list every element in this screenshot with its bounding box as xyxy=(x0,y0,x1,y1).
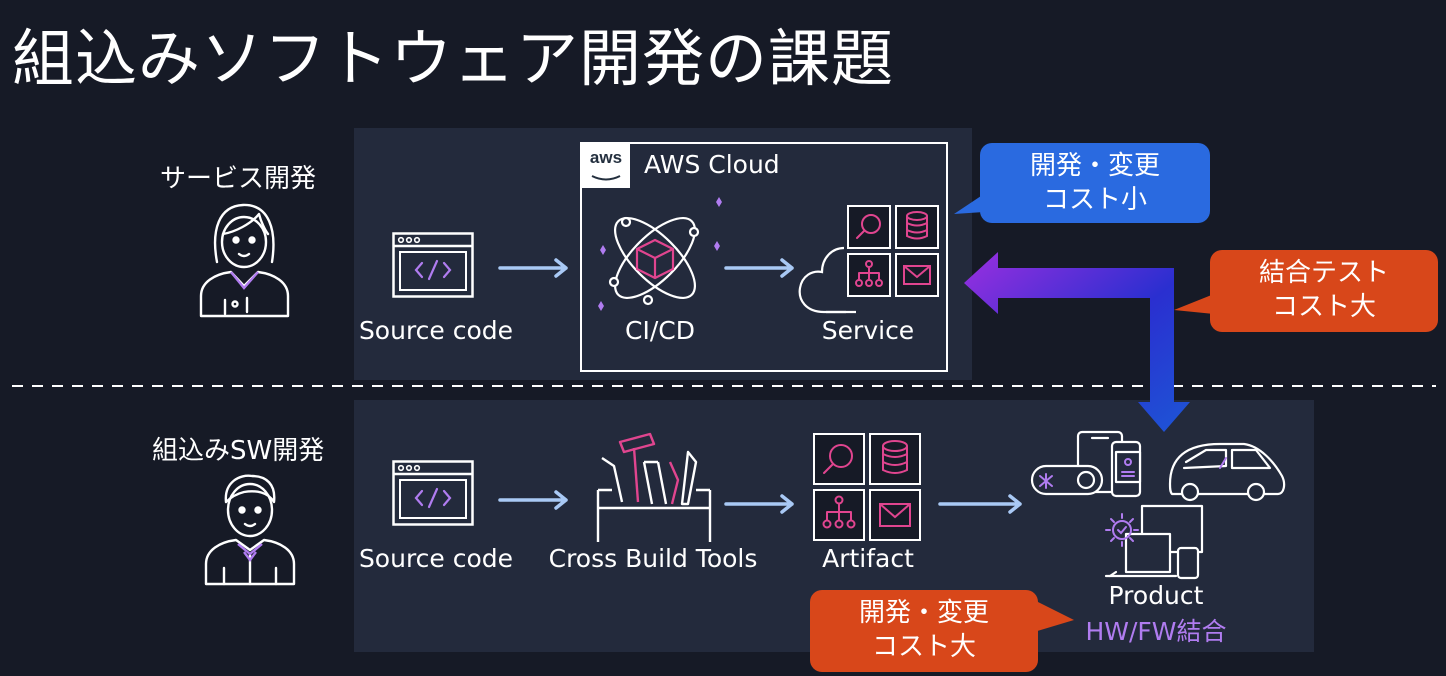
service-cost-line-2: コスト小 xyxy=(1042,185,1147,215)
toolbox-icon xyxy=(596,432,712,542)
embedded-cost-callout-tail xyxy=(1034,600,1074,632)
cicd-caption: CI/CD xyxy=(625,316,695,345)
flow-arrow-embedded-3 xyxy=(938,494,1022,514)
cicd-icon xyxy=(598,197,722,311)
integration-cost-line-1: 結合テスト xyxy=(1258,258,1389,288)
product-caption: Product xyxy=(1108,581,1204,610)
developer-man-icon xyxy=(204,474,296,586)
aws-cloud-group xyxy=(580,142,948,372)
page-title: 組込みソフトウェア開発の課題 xyxy=(12,22,895,95)
embedded-cost-line-2: コスト大 xyxy=(871,632,976,662)
code-window-icon xyxy=(392,460,474,526)
embedded-cost-callout: 開発・変更 コスト大 xyxy=(810,590,1038,672)
service-cloud-icon xyxy=(798,205,939,314)
flow-arrow-service-2 xyxy=(724,258,794,278)
service-source-caption: Source code xyxy=(358,316,514,345)
embedded-source-caption: Source code xyxy=(358,544,514,573)
integration-cost-callout: 結合テスト コスト大 xyxy=(1210,250,1438,332)
service-caption: Service xyxy=(821,316,915,345)
service-cost-callout: 開発・変更 コスト小 xyxy=(980,143,1210,223)
aws-cloud-title: AWS Cloud xyxy=(644,150,780,179)
service-cost-line-1: 開発・変更 xyxy=(1029,151,1160,181)
flow-arrow-embedded-1 xyxy=(498,490,568,510)
tools-caption: Cross Build Tools xyxy=(548,544,758,573)
aws-logo: aws xyxy=(582,144,630,188)
flow-arrow-service-1 xyxy=(498,258,568,278)
product-devices-icon xyxy=(1030,430,1286,580)
service-cost-callout-tail xyxy=(954,194,984,214)
embedded-cost-line-1: 開発・変更 xyxy=(858,598,989,628)
artifact-caption: Artifact xyxy=(822,544,914,573)
code-window-icon xyxy=(392,232,474,298)
integration-cost-line-2: コスト大 xyxy=(1271,292,1376,322)
product-subcaption: HW/FW結合 xyxy=(1085,617,1227,646)
artifact-icon xyxy=(813,433,921,541)
developer-woman-icon xyxy=(199,203,290,318)
service-lane-label: サービス開発 xyxy=(160,164,317,194)
flow-arrow-embedded-2 xyxy=(724,494,794,514)
embedded-lane-label: 組込みSW開発 xyxy=(152,436,325,466)
integration-cost-callout-tail xyxy=(1174,294,1214,314)
